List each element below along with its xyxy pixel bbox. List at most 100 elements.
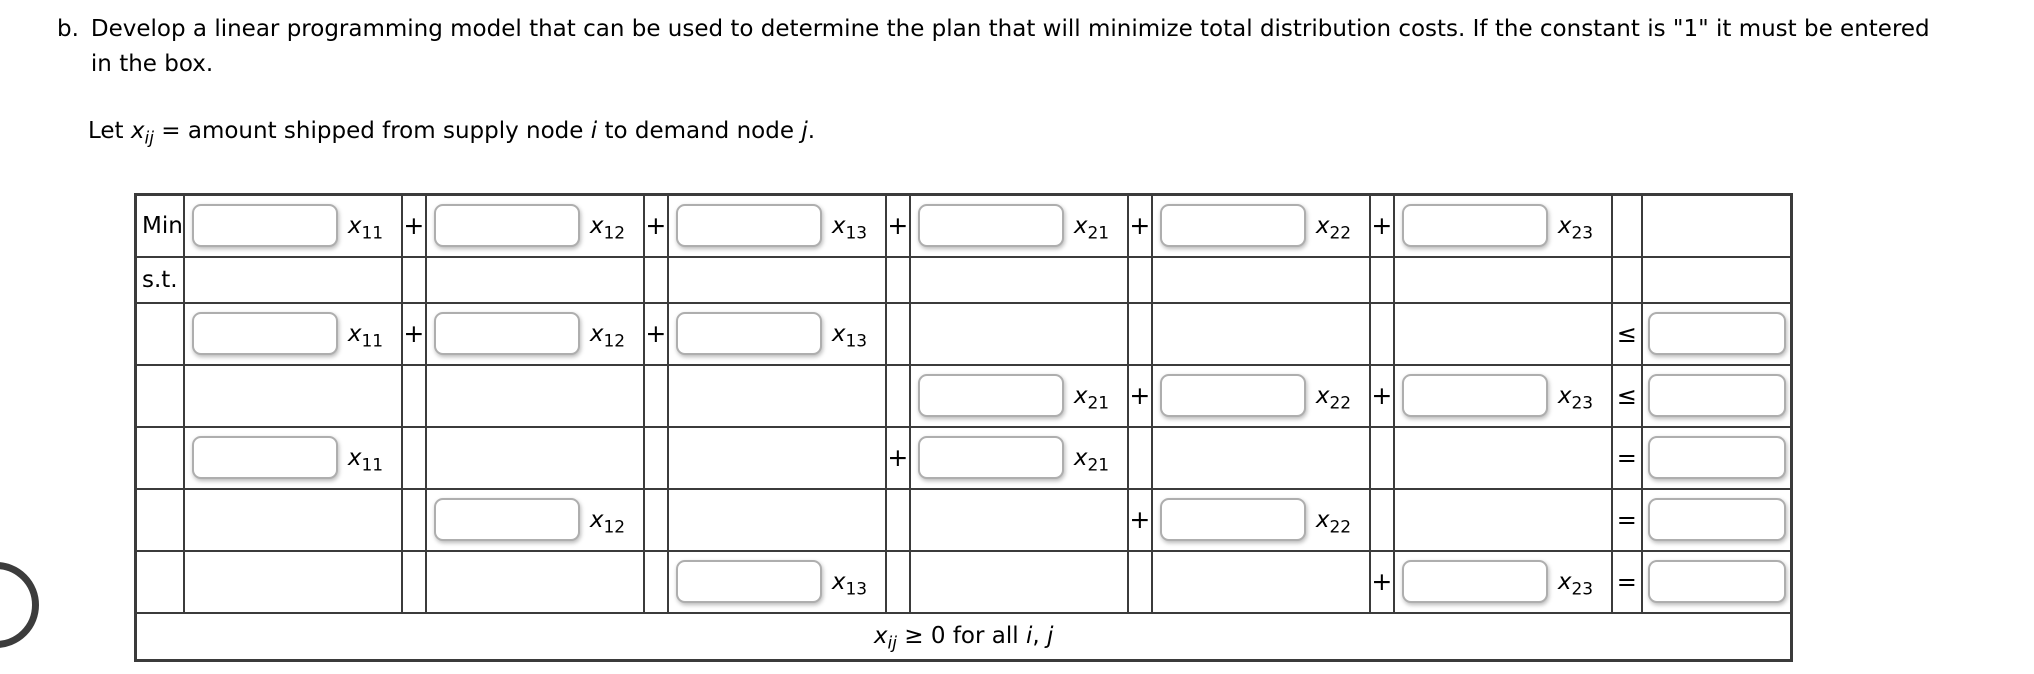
- c4-rhs-input[interactable]: [1647, 498, 1786, 541]
- variable-definition: Let xij = amount shipped from supply nod…: [88, 118, 816, 149]
- var-x23: x23: [1557, 568, 1594, 600]
- empty-cell: [1126, 301, 1153, 366]
- plus-sign: +: [884, 193, 911, 258]
- c1-x12-coef-input[interactable]: [433, 312, 580, 355]
- empty-cell: [642, 425, 669, 490]
- objective-row: Min x11 + x12 + x13 + x21 + x22 + x23: [134, 193, 1793, 258]
- obj-x12-coef-input[interactable]: [433, 204, 580, 248]
- empty-cell: [1150, 301, 1371, 366]
- empty-cell: [1150, 549, 1371, 614]
- var-x21: x21: [1073, 444, 1110, 476]
- constraint-3-row: x11 + x21 =: [134, 425, 1793, 490]
- empty-cell: [424, 363, 645, 428]
- empty-cell: [134, 487, 185, 552]
- var-x22: x22: [1315, 212, 1352, 244]
- definition-text: .: [807, 118, 816, 144]
- subject-to-label: s.t.: [134, 255, 185, 304]
- var-x12: x12: [589, 320, 626, 352]
- constraint-5-row: x13 + x23 =: [134, 549, 1793, 614]
- empty-cell: [884, 549, 911, 614]
- c3-rhs-input[interactable]: [1647, 436, 1786, 479]
- c2-x21-coef-input[interactable]: [917, 374, 1064, 417]
- empty-cell: [1368, 425, 1395, 490]
- empty-cell: [400, 425, 427, 490]
- empty-cell: [1392, 255, 1613, 304]
- c2-x22-coef-input[interactable]: [1159, 374, 1306, 417]
- c1-x13-coef-input[interactable]: [675, 312, 822, 355]
- empty-cell: [134, 301, 185, 366]
- empty-cell: [642, 487, 669, 552]
- var-xij: xij: [130, 118, 154, 149]
- c4-x22-coef-input[interactable]: [1159, 498, 1306, 541]
- var-x13: x13: [831, 320, 868, 352]
- empty-cell: [642, 255, 669, 304]
- c2-rhs-input[interactable]: [1647, 374, 1786, 417]
- empty-cell: [908, 255, 1129, 304]
- lp-model-table: Min x11 + x12 + x13 + x21 + x22 + x23 s.…: [134, 193, 1794, 662]
- empty-cell: [1392, 425, 1613, 490]
- c5-rhs-input[interactable]: [1647, 560, 1786, 603]
- c4-x12-coef-input[interactable]: [433, 498, 580, 541]
- nonnegativity-constraint: xij ≥ 0 for all i, j: [134, 611, 1793, 662]
- plus-sign: +: [1126, 363, 1153, 428]
- definition-text: = amount shipped from supply node: [153, 118, 591, 144]
- empty-cell: [424, 425, 645, 490]
- empty-cell: [666, 487, 887, 552]
- empty-cell: [400, 549, 427, 614]
- obj-x11-coef-input[interactable]: [191, 204, 338, 248]
- plus-sign: +: [642, 301, 669, 366]
- plus-sign: +: [642, 193, 669, 258]
- obj-x21-coef-input[interactable]: [917, 204, 1064, 248]
- empty-cell: [424, 255, 645, 304]
- empty-cell: [1610, 193, 1643, 258]
- var-x11: x11: [347, 444, 384, 476]
- c3-x21-coef-input[interactable]: [917, 436, 1064, 479]
- problem-statement: b. Develop a linear programming model th…: [57, 12, 1930, 82]
- c5-x13-coef-input[interactable]: [675, 560, 822, 603]
- equals-sign: =: [1610, 425, 1643, 490]
- c3-x11-coef-input[interactable]: [191, 436, 338, 479]
- definition-text: to demand node: [597, 118, 802, 144]
- c2-x23-coef-input[interactable]: [1401, 374, 1548, 417]
- c1-x11-coef-input[interactable]: [191, 312, 338, 355]
- plus-sign: +: [400, 193, 427, 258]
- partial-circle-icon: [0, 562, 39, 648]
- var-x13: x13: [831, 568, 868, 600]
- empty-cell: [666, 255, 887, 304]
- obj-x23-coef-input[interactable]: [1401, 204, 1548, 248]
- var-x12: x12: [589, 212, 626, 244]
- subject-to-row: s.t.: [134, 255, 1793, 304]
- objective-row-label: Min: [134, 193, 185, 258]
- empty-cell: [1640, 193, 1793, 258]
- equals-sign: =: [1610, 487, 1643, 552]
- constraint-1-row: x11 + x12 + x13 ≤: [134, 301, 1793, 366]
- empty-cell: [182, 255, 403, 304]
- var-x21: x21: [1073, 212, 1110, 244]
- plus-sign: +: [1368, 549, 1395, 614]
- empty-cell: [1368, 301, 1395, 366]
- empty-cell: [400, 487, 427, 552]
- empty-cell: [134, 363, 185, 428]
- var-xij: xij: [873, 623, 897, 654]
- empty-cell: [400, 255, 427, 304]
- plus-sign: +: [884, 425, 911, 490]
- plus-sign: +: [1126, 487, 1153, 552]
- var-x11: x11: [347, 212, 384, 244]
- empty-cell: [884, 363, 911, 428]
- nonneg-text: ≥ 0 for all: [897, 623, 1026, 650]
- var-x12: x12: [589, 506, 626, 538]
- empty-cell: [884, 487, 911, 552]
- index-j: j: [801, 118, 808, 144]
- empty-cell: [1368, 487, 1395, 552]
- c1-rhs-input[interactable]: [1647, 312, 1786, 355]
- obj-x13-coef-input[interactable]: [675, 204, 822, 248]
- empty-cell: [642, 363, 669, 428]
- plus-sign: +: [1368, 363, 1395, 428]
- empty-cell: [666, 363, 887, 428]
- empty-cell: [424, 549, 645, 614]
- plus-sign: +: [1368, 193, 1395, 258]
- empty-cell: [1392, 487, 1613, 552]
- c5-x23-coef-input[interactable]: [1401, 560, 1548, 603]
- obj-x22-coef-input[interactable]: [1159, 204, 1306, 248]
- empty-cell: [908, 487, 1129, 552]
